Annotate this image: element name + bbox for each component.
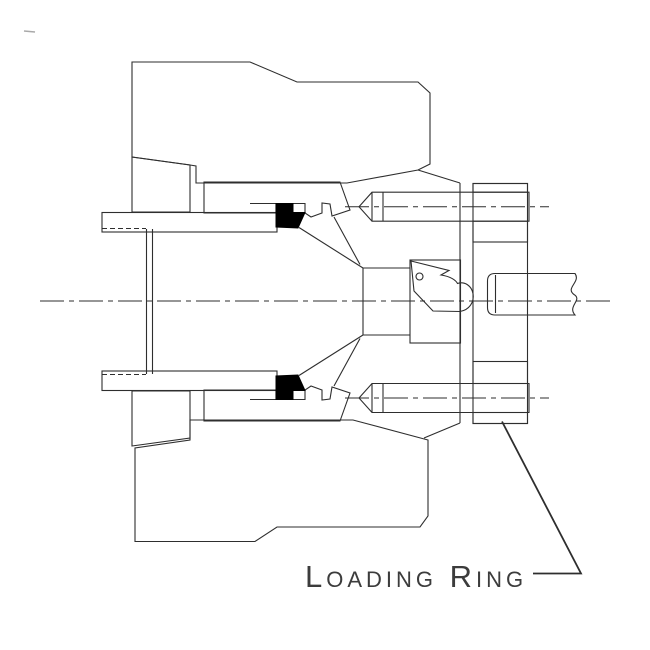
- loading-ring-label: Loading Ring: [305, 559, 528, 594]
- centerlines: [40, 206, 612, 399]
- nut-upper-section: [131, 61, 431, 213]
- leader-line: [501, 421, 583, 575]
- scan-artifact-mark: [23, 30, 36, 33]
- insert-screw-hole: [415, 272, 424, 281]
- nut-lower-section: [131, 390, 429, 543]
- bolt-lower: [358, 382, 530, 414]
- seal-lower: [275, 374, 306, 400]
- nut-relief-lower: [131, 390, 191, 447]
- drive-shaft: [486, 272, 578, 316]
- seal-upper: [275, 203, 306, 229]
- nut-relief-upper: [131, 156, 191, 213]
- tool-insert: [410, 260, 474, 313]
- flare-cone: [298, 216, 410, 387]
- loading-ring: [472, 182, 529, 425]
- bolt-upper: [358, 191, 530, 222]
- tube: [101, 211, 278, 392]
